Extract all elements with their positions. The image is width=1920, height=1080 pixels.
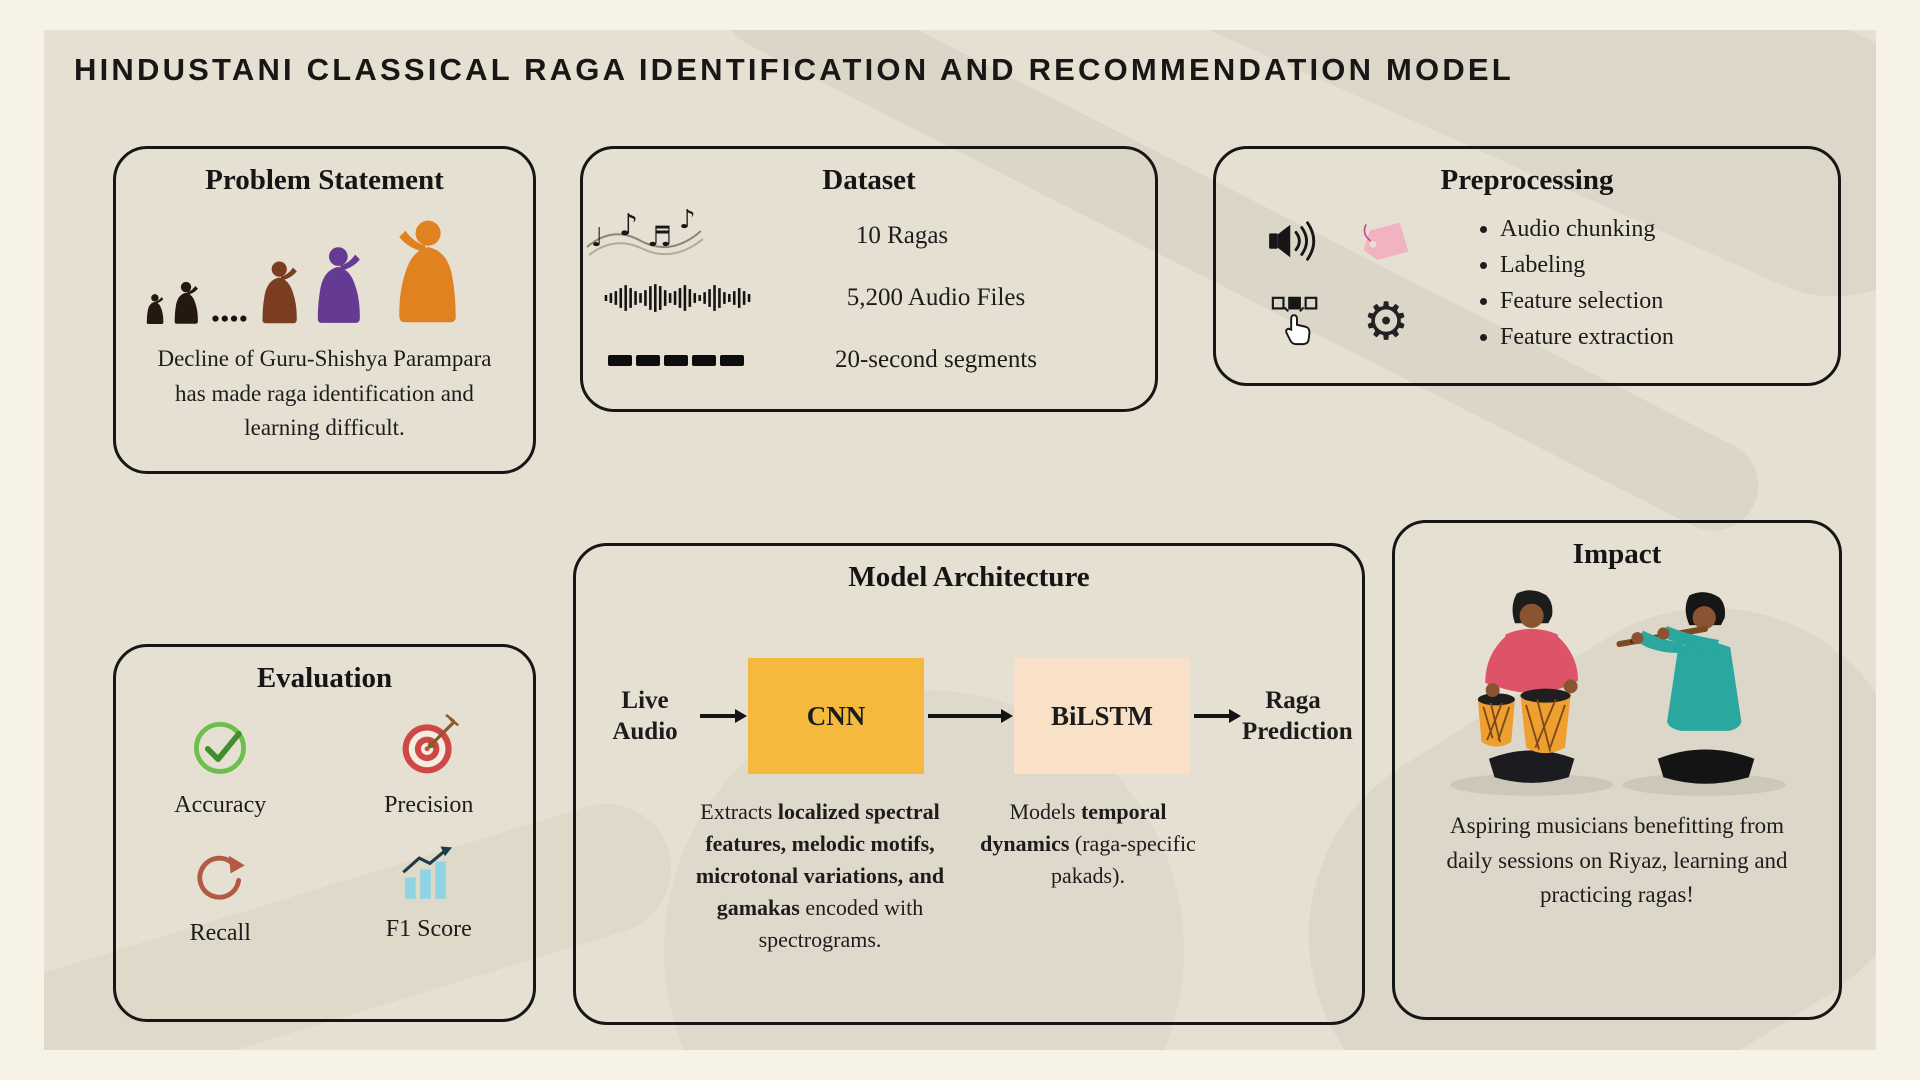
speaker-icon: [1267, 218, 1325, 271]
model-title: Model Architecture: [848, 561, 1090, 593]
dataset-row-label: 20-second segments: [834, 346, 1038, 373]
bilstm-desc-text: Models: [1009, 799, 1081, 824]
preprocessing-section: Preprocessing: [1213, 146, 1841, 386]
audio-waveform-icon: [583, 282, 773, 314]
poster-panel: HINDUSTANI CLASSICAL RAGA IDENTIFICATION…: [44, 30, 1876, 1050]
bar-chart-icon: [398, 845, 460, 908]
metric-accuracy: Accuracy: [116, 713, 325, 819]
cnn-desc-text: Extracts: [700, 799, 778, 824]
bilstm-desc-text: (raga-specific pakads).: [1051, 830, 1196, 888]
live-audio-label: Live Audio: [612, 686, 678, 745]
impact-section: Impact: [1392, 520, 1842, 1020]
preprocessing-title: Preprocessing: [1440, 164, 1614, 196]
preprocessing-bullet: Audio chunking: [1500, 211, 1674, 247]
cnn-desc-text: encoded with spectrograms.: [758, 894, 924, 952]
check-circle-icon: [187, 713, 253, 784]
flow-arrow-icon: [1194, 714, 1238, 718]
preprocessing-bullet: Feature selection: [1500, 283, 1674, 319]
dataset-row: 5,200 Audio Files: [583, 267, 1155, 329]
model-flow: Live Audio CNN BiLSTM Raga Prediction: [576, 658, 1362, 774]
problem-title: Problem Statement: [205, 164, 444, 196]
impact-title: Impact: [1572, 538, 1662, 570]
preprocessing-bullet-list: Audio chunking Labeling Feature selectio…: [1474, 211, 1674, 355]
audio-segments-icon: [583, 354, 773, 366]
preprocessing-icons: ⚙: [1260, 211, 1440, 355]
target-arrow-icon: [396, 713, 462, 784]
metric-label: Recall: [189, 920, 251, 946]
note-glyph: ♬: [647, 220, 673, 253]
select-click-icon: [1269, 292, 1323, 353]
note-glyph: ♪: [619, 208, 639, 243]
metric-precision: Precision: [325, 713, 534, 819]
problem-description: Decline of Guru-Shishya Parampara has ma…: [157, 346, 492, 440]
bilstm-desc-bold: temporal dynamics: [980, 799, 1167, 856]
flow-arrow-icon: [700, 714, 744, 718]
dataset-row: 20-second segments: [583, 329, 1155, 391]
preprocessing-body: ⚙ Audio chunking Labeling Feature select…: [1216, 211, 1838, 355]
refresh-arrow-icon: [189, 845, 251, 912]
cnn-description: Extracts localized spectral features, me…: [660, 796, 980, 955]
cnn-desc-bold: localized spectral features, melodic mot…: [695, 799, 945, 920]
metric-recall: Recall: [116, 845, 325, 947]
evaluation-section: Evaluation Accuracy: [113, 644, 536, 1022]
bilstm-description: Models temporal dynamics (raga-specific …: [964, 796, 1212, 892]
music-notes-icon: ♩ ♪ ♬ ♪: [583, 207, 705, 265]
metric-label: F1 Score: [385, 916, 472, 942]
metric-label: Precision: [384, 792, 474, 818]
note-glyph: ♪: [679, 205, 696, 235]
musicians-illustration: [1395, 575, 1839, 807]
preprocessing-bullet: Feature extraction: [1500, 319, 1674, 355]
dataset-section: Dataset ♩ ♪ ♬ ♪ 10 Ragas: [580, 146, 1158, 412]
poster-title: HINDUSTANI CLASSICAL RAGA IDENTIFICATION…: [74, 52, 1514, 87]
dataset-title: Dataset: [822, 164, 916, 196]
dataset-row-label: 10 Ragas: [855, 222, 949, 249]
tag-icon: [1358, 214, 1414, 275]
metric-label: Accuracy: [174, 792, 267, 818]
model-architecture-section: Model Architecture Live Audio CNN BiLSTM…: [573, 543, 1365, 1025]
metric-f1: F1 Score: [325, 845, 534, 947]
gear-icon: ⚙: [1362, 292, 1410, 352]
raga-prediction-label: Raga Prediction: [1242, 686, 1353, 745]
flow-arrow-icon: [928, 714, 1010, 718]
dataset-row-label: 5,200 Audio Files: [846, 284, 1026, 311]
bilstm-block: BiLSTM: [1014, 658, 1190, 774]
preprocessing-bullet: Labeling: [1500, 247, 1674, 283]
guru-shishya-illustration: [139, 207, 511, 336]
impact-description: Aspiring musicians benefitting from dail…: [1446, 813, 1788, 907]
evaluation-title: Evaluation: [256, 662, 393, 694]
evaluation-grid: Accuracy: [116, 713, 533, 947]
note-glyph: ♩: [591, 223, 604, 253]
problem-statement-section: Problem Statement: [113, 146, 536, 474]
cnn-block: CNN: [748, 658, 924, 774]
dataset-rows: ♩ ♪ ♬ ♪ 10 Ragas 5,200 Audio Files: [583, 205, 1155, 391]
dataset-row: ♩ ♪ ♬ ♪ 10 Ragas: [583, 205, 1155, 267]
